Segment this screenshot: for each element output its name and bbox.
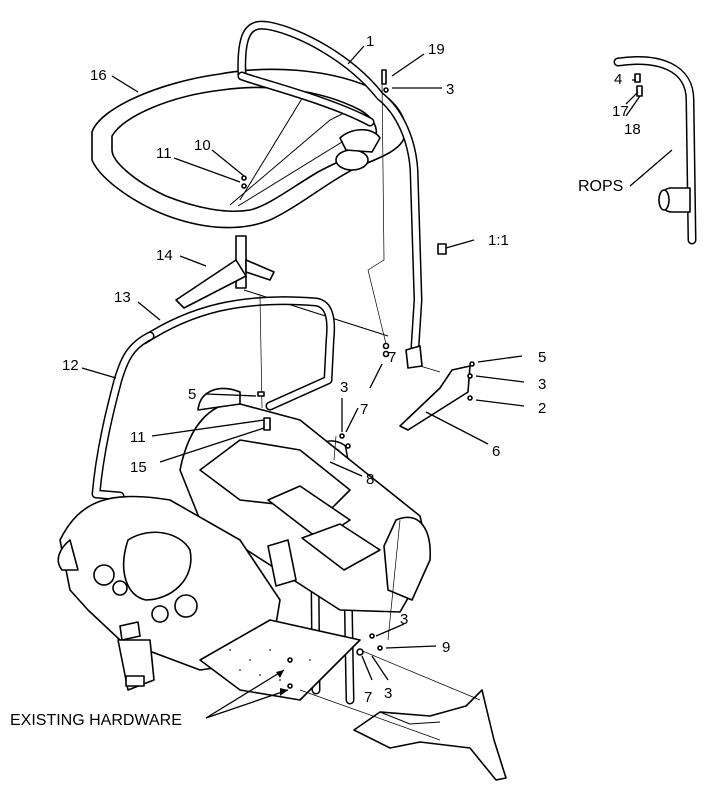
callout-3: 3 xyxy=(340,379,348,396)
callout-13: 13 xyxy=(114,289,131,306)
callout-11: 11 xyxy=(156,145,172,162)
callout-6: 6 xyxy=(492,443,500,460)
arrowhead xyxy=(276,670,284,678)
callout-12: 12 xyxy=(62,357,79,374)
callout-7: 7 xyxy=(360,401,368,418)
callout-19: 19 xyxy=(428,41,445,58)
callout-18: 18 xyxy=(624,121,641,138)
callout-3: 3 xyxy=(446,81,454,98)
rear-bar-13 xyxy=(139,296,336,411)
assembly-guide-lines xyxy=(259,79,481,741)
arrowhead xyxy=(280,688,288,696)
callout-3: 3 xyxy=(538,376,546,393)
callout-8: 8 xyxy=(366,471,374,488)
callout-16: 16 xyxy=(90,67,107,84)
callout-3: 3 xyxy=(400,611,408,628)
callout-2: 2 xyxy=(538,400,546,417)
callout-5: 5 xyxy=(188,386,196,403)
hardware-fasteners xyxy=(241,69,475,689)
callout-4: 4 xyxy=(614,71,622,88)
callout-rops: ROPS xyxy=(578,178,623,195)
callout-11: 11 xyxy=(130,429,146,446)
rear-bar-12 xyxy=(91,331,155,501)
front-body-hood xyxy=(57,495,281,691)
callout-1-to-1: 1:1 xyxy=(488,232,509,249)
callout-5: 5 xyxy=(538,349,546,366)
callout-1: 1 xyxy=(366,33,374,50)
callout-existing-hardware: EXISTING HARDWARE xyxy=(10,712,182,729)
lower-fender xyxy=(353,689,507,781)
canopy-roof xyxy=(91,68,407,229)
callout-9: 9 xyxy=(442,639,450,656)
rops-inset-tube xyxy=(613,56,697,245)
callout-10: 10 xyxy=(194,137,211,154)
callout-17: 17 xyxy=(612,103,629,120)
callout-7: 7 xyxy=(364,689,372,706)
cargo-bed xyxy=(179,387,431,613)
callout-labels: 1 19 3 16 11 10 1:1 14 13 12 5 5 3 3 2 6… xyxy=(10,33,641,729)
callout-14: 14 xyxy=(156,247,173,264)
leader-lines xyxy=(81,45,673,719)
support-bracket-14 xyxy=(175,235,389,337)
callout-7: 7 xyxy=(388,349,396,366)
rops-inset-hardware xyxy=(634,73,643,97)
rops-main-frame xyxy=(237,20,423,369)
floor-panel xyxy=(199,619,361,701)
callout-3: 3 xyxy=(384,685,392,702)
side-brace-6 xyxy=(399,365,471,431)
callout-15: 15 xyxy=(130,459,147,476)
